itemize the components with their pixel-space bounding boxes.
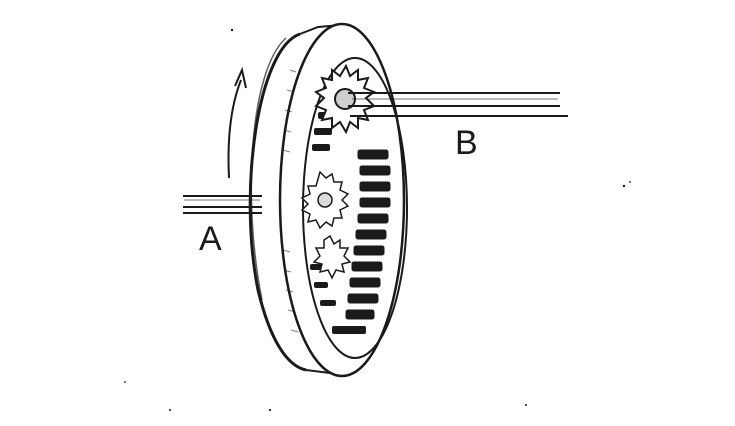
shaft-b: [348, 92, 568, 117]
shaft-b-label: B: [455, 124, 478, 162]
ring-gear-teeth: [345, 149, 391, 320]
rim-shading: [282, 69, 299, 333]
lower-planet-gear: [312, 234, 352, 280]
sun-gear: [300, 170, 350, 230]
scan-specks: [124, 28, 631, 412]
curved-up-arrow-icon: [227, 66, 247, 179]
shaft-a-label: A: [199, 220, 222, 258]
